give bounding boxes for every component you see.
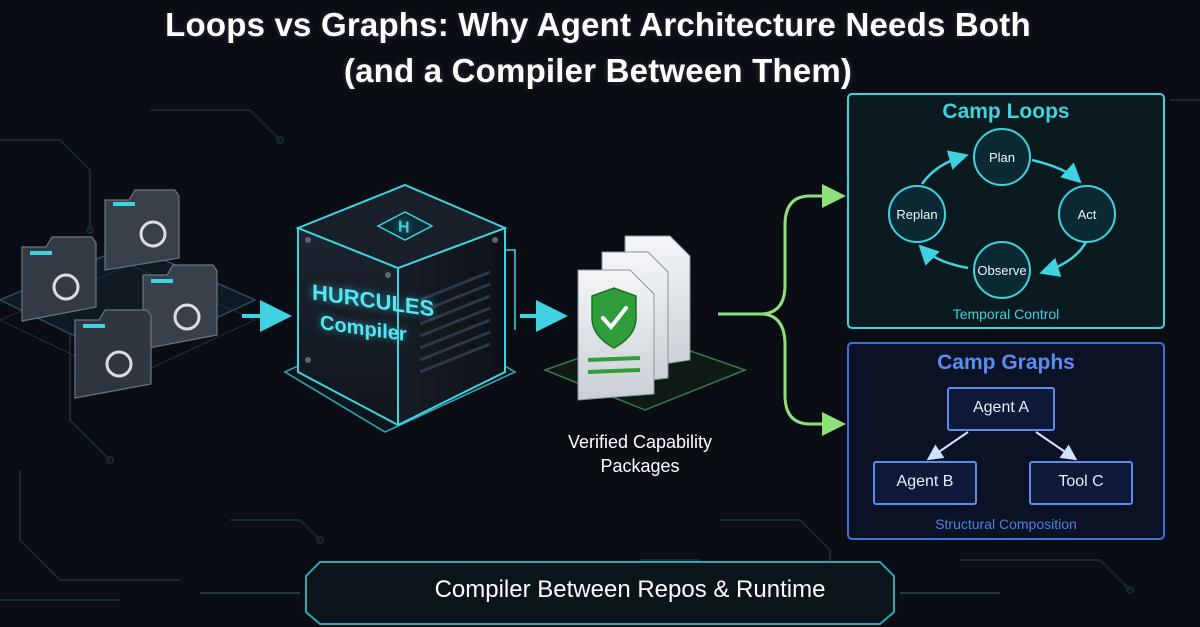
footer-frame bbox=[200, 561, 1000, 625]
loop-node-replan: Replan bbox=[896, 207, 938, 222]
github-folder-icon bbox=[21, 189, 218, 399]
loops-title: Camp Loops bbox=[942, 100, 1070, 123]
graphs-caption: Structural Composition bbox=[935, 516, 1077, 532]
branch-arrows bbox=[718, 184, 846, 436]
loops-panel bbox=[847, 93, 1165, 329]
page-title-line1: Loops vs Graphs: Why Agent Architecture … bbox=[165, 6, 1031, 43]
graph-node-agent-a: Agent A bbox=[972, 399, 1030, 416]
compiler-logo-letter: H bbox=[398, 218, 410, 237]
graphs-title: Camp Graphs bbox=[937, 351, 1075, 374]
page-title-line2: (and a Compiler Between Them) bbox=[343, 52, 853, 89]
compiler-logo-icon bbox=[376, 211, 434, 241]
graph-node-agent-b: Agent B bbox=[896, 473, 954, 490]
loop-node-circles bbox=[888, 128, 1116, 299]
shield-check-icon bbox=[591, 287, 637, 349]
loop-node-act: Act bbox=[1077, 207, 1097, 222]
capability-packages bbox=[542, 235, 748, 411]
loops-caption: Temporal Control bbox=[952, 306, 1060, 322]
packages-label: Verified Capability Packages bbox=[540, 430, 740, 478]
loop-node-plan: Plan bbox=[988, 150, 1016, 165]
packages-label-line1: Verified Capability bbox=[567, 432, 713, 452]
loop-cycle-arrows bbox=[918, 150, 1088, 277]
compiler-cube bbox=[283, 183, 517, 433]
graph-boxes bbox=[873, 387, 1133, 505]
graph-edges bbox=[926, 431, 1078, 461]
graph-node-tool-c: Tool C bbox=[1058, 473, 1104, 490]
footer-label: Compiler Between Repos & Runtime bbox=[434, 576, 826, 603]
packages-label-line2: Packages bbox=[600, 456, 680, 476]
loop-node-observe: Observe bbox=[977, 263, 1027, 278]
